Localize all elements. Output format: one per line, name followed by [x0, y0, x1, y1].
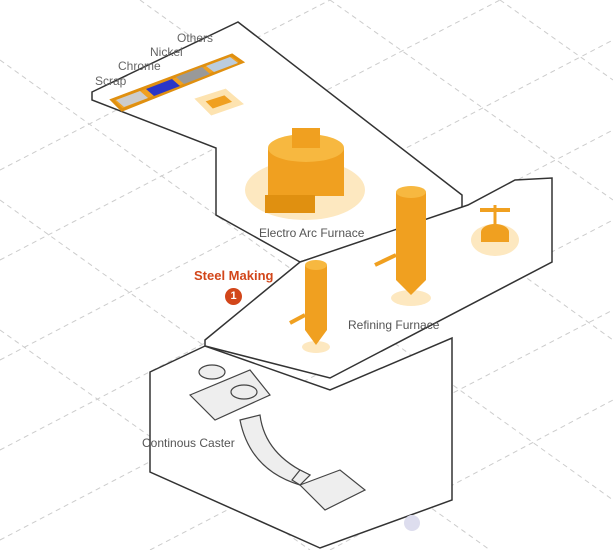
- material-chrome: Chrome: [118, 59, 161, 73]
- logo-mark: [404, 515, 420, 531]
- middle-platform: [204, 177, 553, 379]
- refining-label: Refining Furnace: [348, 318, 440, 332]
- refining-ladle[interactable]: [289, 260, 330, 353]
- material-nickel: Nickel: [150, 45, 183, 59]
- caster-label: Continous Caster: [142, 436, 235, 450]
- refining-furnace-tall[interactable]: [374, 186, 431, 306]
- continuous-caster[interactable]: [188, 364, 367, 511]
- material-scrap: Scrap: [95, 74, 127, 88]
- section-number-badge: 1: [225, 288, 242, 305]
- section-title: Steel Making: [194, 268, 274, 283]
- scrap-bucket: [194, 88, 244, 116]
- material-bins[interactable]: [109, 53, 246, 112]
- lifting-ladle[interactable]: [471, 205, 519, 256]
- material-others: Others: [177, 31, 214, 45]
- electro-arc-furnace[interactable]: [245, 128, 365, 220]
- eaf-label: Electro Arc Furnace: [259, 226, 365, 240]
